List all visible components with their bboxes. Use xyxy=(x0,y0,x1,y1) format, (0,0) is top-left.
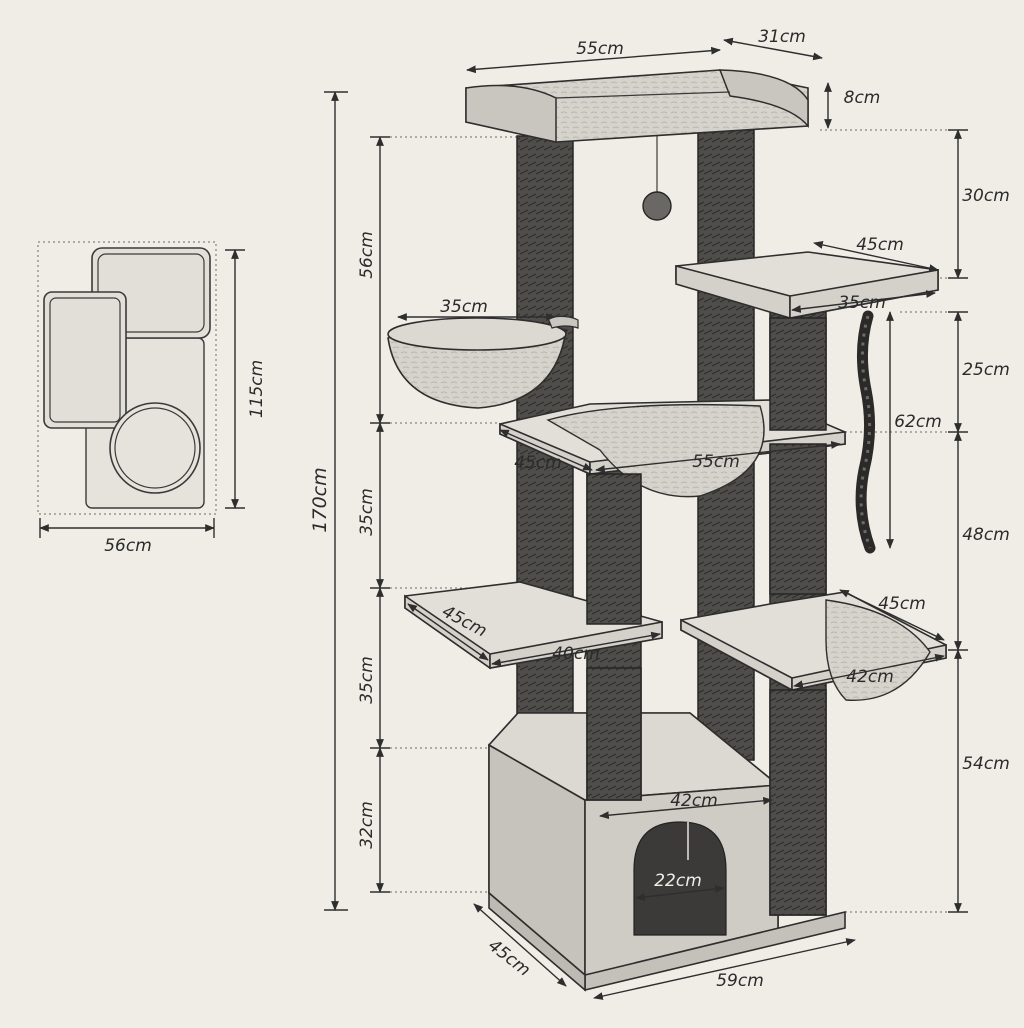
toy-ball xyxy=(642,191,672,221)
mid-hammock-width-label: 55cm xyxy=(692,452,740,472)
upper-platform-width-label: 45cm xyxy=(856,235,904,255)
footprint-width-label: 56cm xyxy=(104,536,152,556)
condo-width-label: 42cm xyxy=(670,791,718,811)
cat-tree xyxy=(387,69,947,992)
total-height-label: 170cm xyxy=(309,467,331,532)
right-hammock-depth-label: 45cm xyxy=(878,594,926,614)
top-perch xyxy=(465,69,809,221)
mid-hammock-depth-label: 45cm xyxy=(514,453,562,473)
seg-top-label: 30cm xyxy=(962,186,1010,206)
left-platform-width-label: 40cm xyxy=(552,644,600,664)
top-perch-width-label: 55cm xyxy=(576,39,624,59)
left-height-dimensions: 170cm 56cm 35cm 35cm 32cm xyxy=(309,91,520,911)
seg-48-label: 48cm xyxy=(962,525,1010,545)
seg-35b-label: 35cm xyxy=(357,656,377,704)
base-depth-label: 45cm xyxy=(484,936,534,981)
seg-25-label: 25cm xyxy=(962,360,1010,380)
rope-length-label: 62cm xyxy=(894,412,942,432)
top-perch-rim-label: 8cm xyxy=(844,88,881,108)
upper-platform-depth-label: 35cm xyxy=(838,293,886,313)
condo-door xyxy=(633,821,727,936)
footprint-height-label: 115cm xyxy=(247,360,267,418)
basket xyxy=(387,315,579,409)
seg-54-label: 54cm xyxy=(962,754,1010,774)
seg-32-label: 32cm xyxy=(357,801,377,849)
footprint-left-platform xyxy=(43,291,127,429)
seg-56-label: 56cm xyxy=(357,231,377,279)
right-hammock-width-label: 42cm xyxy=(846,667,894,687)
condo-door-label: 22cm xyxy=(654,871,702,891)
base-width-label: 59cm xyxy=(716,971,764,991)
footprint-view: 115cm 56cm xyxy=(37,241,267,556)
seg-35a-label: 35cm xyxy=(357,488,377,536)
right-height-dimensions: 30cm 25cm 48cm 54cm xyxy=(820,129,1010,913)
basket-width-label: 35cm xyxy=(440,297,488,317)
item-dimensions: 55cm 31cm 8cm 45cm 35cm 62cm 35cm 45cm 5… xyxy=(397,27,945,1000)
footprint-hammock xyxy=(109,402,201,494)
top-perch-depth-label: 31cm xyxy=(758,27,806,47)
